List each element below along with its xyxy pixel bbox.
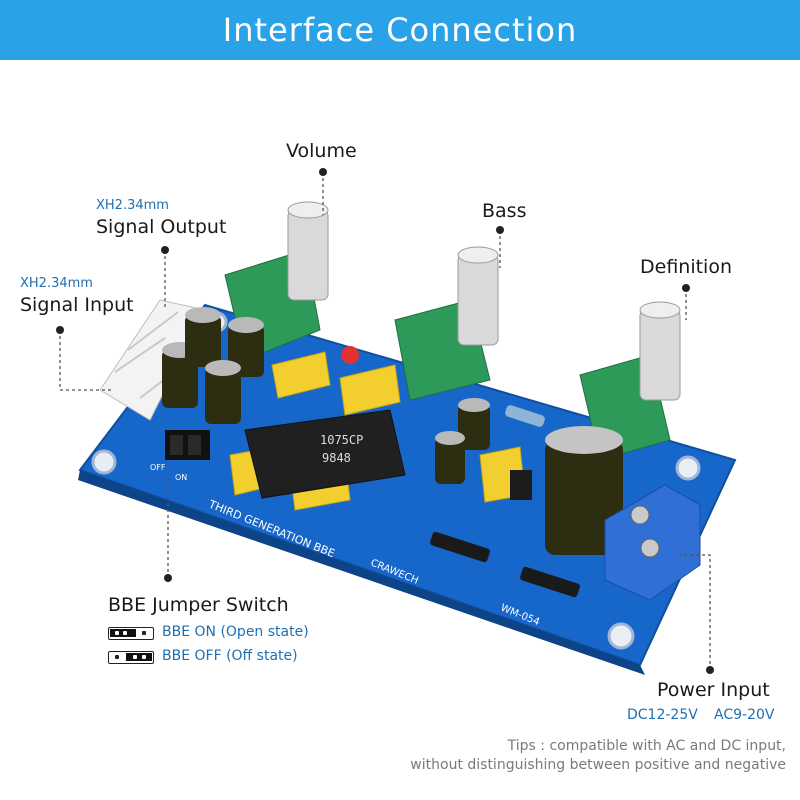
mount-hole: [675, 455, 701, 481]
jumper-off-icon: [108, 651, 154, 664]
label-bbe-on: BBE ON (Open state): [162, 624, 309, 640]
chip-line1: 1075CP: [320, 433, 363, 447]
diode: [430, 531, 490, 563]
tips-line1: Tips : compatible with AC and DC input,: [507, 738, 786, 754]
label-signal-output: Signal Output: [96, 216, 227, 238]
label-signal-input: Signal Input: [20, 294, 134, 316]
title-banner: Interface Connection: [0, 0, 800, 60]
page-title: Interface Connection: [222, 11, 578, 49]
signal-input-spec: XH2.34mm: [20, 276, 93, 291]
leader-lines: [59, 172, 711, 670]
jumper-on-icon: [108, 627, 154, 640]
resistor: [505, 405, 545, 427]
chip-line2: 9848: [322, 451, 351, 465]
silk-on: ON: [175, 473, 187, 482]
label-volume: Volume: [286, 140, 357, 162]
leader-dots: [56, 168, 714, 674]
mount-hole: [91, 449, 117, 475]
pcb-edge: [78, 470, 645, 675]
tips-line2: without distinguishing between positive …: [410, 757, 786, 773]
label-dc-range: DC12-25V: [627, 707, 698, 723]
label-power-input: Power Input: [657, 679, 770, 701]
label-ac-range: AC9-20V: [714, 707, 775, 723]
signal-output-spec: XH2.34mm: [96, 198, 169, 213]
label-definition: Definition: [640, 256, 733, 278]
electrolytic-caps: [162, 307, 623, 555]
shaft-volume: [287, 209, 329, 301]
label-bbe-switch: BBE Jumper Switch: [108, 594, 289, 616]
label-bbe-off: BBE OFF (Off state): [162, 648, 298, 664]
led: [341, 346, 359, 364]
shaft-definition: [639, 309, 681, 401]
tips-note: Tips : compatible with AC and DC input, …: [410, 737, 786, 775]
regulator: [510, 470, 532, 500]
shaft-bass: [457, 254, 499, 346]
label-bass: Bass: [482, 200, 527, 222]
mount-hole: [607, 622, 635, 650]
ic-chip: [244, 409, 406, 499]
diode: [520, 566, 580, 598]
silk-off: OFF: [150, 463, 166, 472]
